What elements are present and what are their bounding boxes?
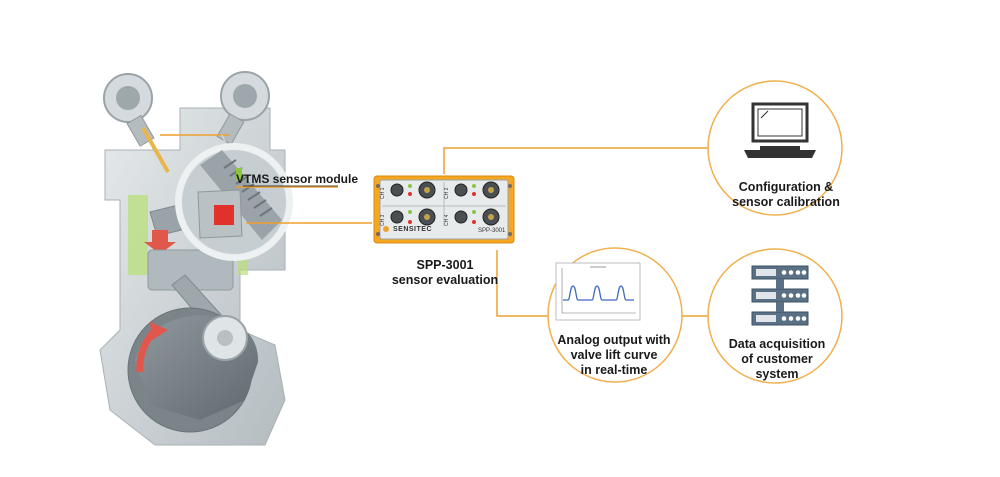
configuration-circle: [707, 80, 843, 216]
device-brand-label: SENSITEC: [393, 226, 433, 233]
camshaft-right: [216, 71, 270, 146]
data-acquisition-circle: [707, 248, 843, 384]
channel-label-3: CH 3: [380, 214, 386, 226]
spp-3001-title: SPP-3001: [416, 258, 474, 272]
analog-output-caption-line: in real-time: [580, 363, 648, 377]
configuration-caption-line: Configuration &: [738, 180, 834, 194]
coolant-jacket-left: [128, 195, 148, 275]
sensor-cable: [141, 127, 170, 173]
analog-output-circle: [547, 247, 683, 383]
sensitec-logo-icon: [383, 226, 389, 232]
channel-label-2: CH 2: [444, 187, 450, 199]
data-acquisition-caption-line: of customer: [741, 352, 813, 366]
connector-lines: [236, 147, 714, 317]
spp-3001-device: CH 1 CH 2 CH 3 CH 4: [373, 175, 515, 244]
spp-3001-caption: SPP-3001 sensor evaluation: [380, 258, 510, 288]
data-acquisition-caption-line: Data acquisition: [728, 337, 826, 351]
server-rack-icon: [751, 265, 809, 326]
vtms-sensor-red-block: [214, 205, 234, 225]
device-model-label: SPP-3001: [478, 228, 506, 234]
spp-3001-subtitle: sensor evaluation: [391, 273, 499, 287]
laptop-icon: [744, 102, 816, 158]
analog-output-caption-line: Analog output with: [557, 333, 671, 347]
configuration-caption: Configuration & sensor calibration: [716, 180, 856, 210]
channel-label-1: CH 1: [380, 187, 386, 199]
analog-output-caption-line: valve lift curve: [570, 348, 658, 362]
engine-cutaway: [99, 71, 286, 446]
analog-output-caption: Analog output with valve lift curve in r…: [552, 333, 676, 378]
vtms-sensor-module-label: VTMS sensor module: [236, 172, 359, 186]
configuration-caption-line: sensor calibration: [732, 195, 840, 209]
data-acquisition-caption: Data acquisition of customer system: [722, 337, 832, 382]
waveform-chart-icon: [555, 262, 641, 321]
magnifier-detail: [175, 134, 293, 261]
channel-label-4: CH 4: [444, 214, 450, 226]
data-acquisition-caption-line: system: [755, 367, 799, 381]
arrow-down-icon: [144, 230, 176, 254]
